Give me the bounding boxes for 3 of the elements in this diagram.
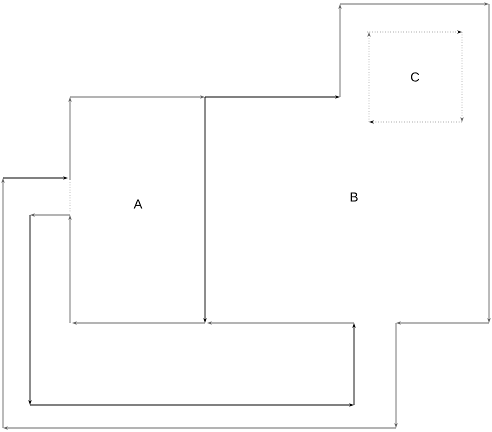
region-label: C (410, 72, 420, 82)
region-label: B (350, 192, 358, 202)
region-label: A (134, 200, 142, 208)
